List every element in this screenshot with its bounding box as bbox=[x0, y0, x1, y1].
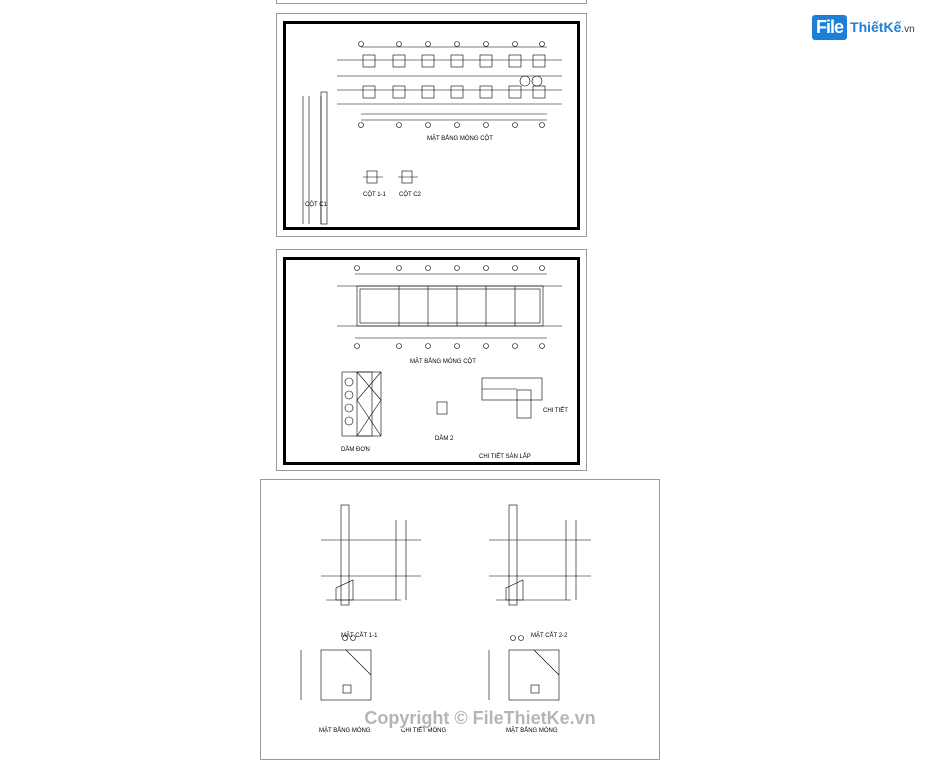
site-logo[interactable]: File ThiếtKế.vn bbox=[812, 12, 922, 42]
sheet-2-title-2: DẦM ĐƠN bbox=[341, 446, 370, 453]
sheet-1-title-2: CỘT C1 bbox=[305, 201, 328, 208]
sheet-3-title-1: MẶT CẮT 1-1 bbox=[341, 631, 378, 639]
sheet-3-title-3: MẶT BẰNG MÓNG bbox=[319, 726, 371, 734]
drawing-sheet-3: MẶT CẮT 1-1 MẶT CẮT 2-2 MẶT BẰNG MÓNG MẶ… bbox=[260, 479, 660, 760]
sheet-2-title-1: MẶT BẰNG MÓNG CỘT bbox=[410, 357, 476, 365]
logo-text: ThiếtKế.vn bbox=[850, 19, 915, 35]
sheet-2-title-3: DẦM 2 bbox=[435, 435, 454, 442]
sheet-3-title-4: MẶT BẰNG MÓNG bbox=[506, 726, 558, 734]
sheet-2-title-4: CHI TIẾT SÀN LẮP bbox=[479, 452, 531, 460]
sheet-2-drawing: MẶT BẰNG MÓNG CỘT DẦM ĐƠN DẦM 2 CHI TIẾT… bbox=[337, 265, 568, 460]
drawing-sheet-1: MẶT BẰNG MÓNG CỘT CỘT C1 CỘT 1-1 CỘT C2 bbox=[276, 13, 587, 237]
sheet-2-title-5: CHI TIẾT bbox=[543, 407, 568, 414]
logo-name: ThiếtKế bbox=[850, 19, 902, 35]
sheet-1-title-4: CỘT C2 bbox=[399, 191, 422, 198]
sheet-1-drawing: MẶT BẰNG MÓNG CỘT CỘT C1 CỘT 1-1 CỘT C2 bbox=[302, 41, 562, 225]
sheet-3-drawing: MẶT CẮT 1-1 MẶT CẮT 2-2 MẶT BẰNG MÓNG MẶ… bbox=[300, 504, 591, 734]
drawing-sheet-top-sliver bbox=[276, 0, 587, 4]
sheet-2-frame bbox=[283, 257, 580, 465]
logo-domain: .vn bbox=[901, 24, 915, 35]
sheet-1-title-3: CỘT 1-1 bbox=[363, 191, 387, 198]
sheet-1-frame bbox=[283, 21, 580, 230]
drawing-sheet-2: MẶT BẰNG MÓNG CỘT DẦM ĐƠN DẦM 2 CHI TIẾT… bbox=[276, 249, 587, 471]
sheet-3-title-2: MẶT CẮT 2-2 bbox=[531, 631, 568, 639]
logo-mark: File bbox=[812, 14, 848, 40]
sheet-1-title-1: MẶT BẰNG MÓNG CỘT bbox=[427, 134, 493, 142]
sheet-3-title-5: CHI TIẾT MÓNG bbox=[401, 727, 446, 734]
